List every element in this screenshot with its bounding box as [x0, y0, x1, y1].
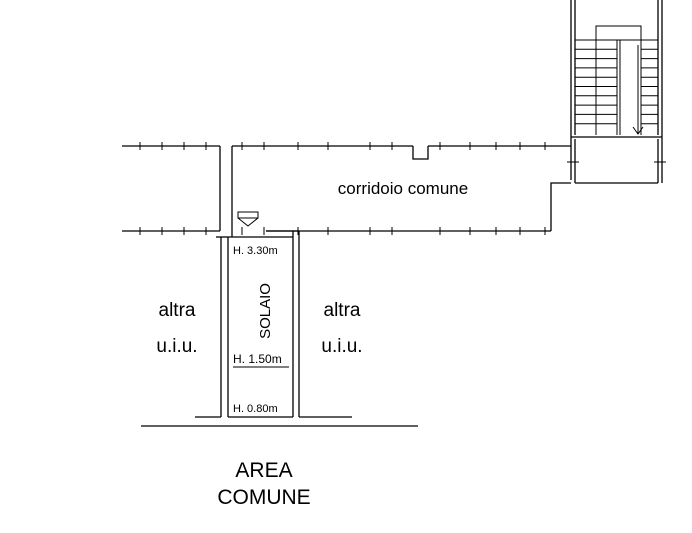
right-unit-line1: altra — [324, 300, 361, 321]
left-unit-line1: altra — [159, 300, 196, 321]
area-label-line1: AREA — [235, 459, 292, 482]
stair-treads — [575, 39, 658, 125]
solaio-room — [195, 230, 352, 418]
room-label: SOLAIO — [257, 283, 274, 339]
area-label-line2: COMUNE — [217, 486, 310, 509]
wall-ticks — [139, 142, 546, 235]
corridor-label: corridoio comune — [338, 179, 468, 198]
height-middle-label: H. 1.50m — [233, 352, 282, 366]
staircase — [570, 0, 663, 138]
stair-direction-arrow — [632, 126, 644, 135]
right-unit-line2: u.i.u. — [321, 336, 362, 357]
left-unit-line2: u.i.u. — [156, 336, 197, 357]
common-corridor — [122, 142, 571, 237]
height-top-label: H. 3.30m — [233, 245, 278, 257]
stair-landing — [567, 137, 666, 184]
height-bottom-label: H. 0.80m — [233, 403, 278, 415]
